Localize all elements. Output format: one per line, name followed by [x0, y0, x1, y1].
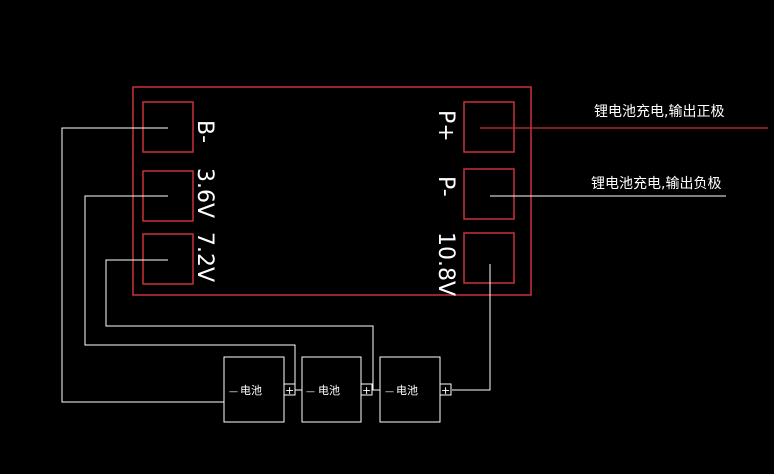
- battery-cell: — 电池 +: [379, 356, 452, 423]
- label-10v8: 10.8V: [433, 232, 458, 296]
- pad-p-minus: [463, 168, 515, 220]
- battery-cell: — 电池 +: [301, 356, 373, 423]
- pad-7v2: [142, 233, 194, 285]
- wire-3v6: [84, 195, 296, 390]
- cell-label: 电池: [240, 384, 262, 397]
- cell-minus: —: [229, 387, 238, 397]
- pad-b-minus: [142, 101, 194, 153]
- protection-board: [132, 86, 532, 296]
- cell-plus: +: [441, 384, 450, 397]
- cell-minus: —: [306, 387, 315, 397]
- cell-label: 电池: [318, 384, 340, 397]
- pad-10v8: [463, 232, 515, 284]
- label-b-minus: B-: [192, 120, 217, 143]
- cell-plus: +: [362, 384, 371, 397]
- battery-cell: — 电池 +: [223, 356, 296, 423]
- cell-minus: —: [385, 387, 394, 397]
- label-3v6: 3.6V: [192, 168, 217, 218]
- label-p-minus: P-: [433, 176, 458, 197]
- wire-7v2: [105, 259, 374, 390]
- label-7v2: 7.2V: [192, 232, 217, 282]
- annotation-positive: 锂电池充电,输出正极: [594, 104, 724, 120]
- wire-10v8: [452, 264, 491, 391]
- pad-p-plus: [463, 101, 515, 153]
- cell-plus: +: [285, 384, 294, 397]
- cell-plus-box: [439, 383, 452, 396]
- cell-label: 电池: [396, 384, 418, 397]
- annotation-negative: 锂电池充电,输出负极: [591, 176, 721, 192]
- label-p-plus: P+: [433, 110, 458, 142]
